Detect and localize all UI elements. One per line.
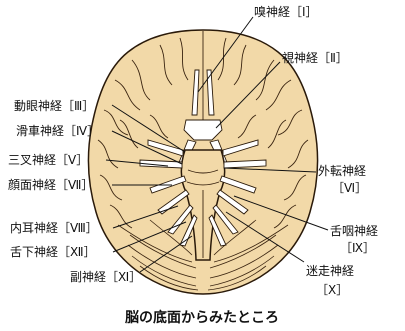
label-glossopharyngeal-line2: ［Ⅸ］ (340, 241, 375, 255)
brain-illustration (87, 29, 319, 295)
label-accessory: 副神経［Ⅺ］ (70, 270, 141, 284)
leader-hypoglossal (112, 221, 187, 253)
leader-trochlear (111, 130, 183, 165)
label-trochlear: 滑車神経［Ⅳ］ (16, 124, 99, 138)
label-abducens-line1: 外転神経 (318, 164, 366, 178)
leader-trigeminal (105, 159, 169, 167)
label-vagus-line2: ［Ⅹ］ (316, 283, 348, 297)
label-vagus-line1: 迷走神経 (306, 264, 354, 278)
label-olfactory: 嗅神経［Ⅰ］ (254, 5, 318, 19)
gyri-right (217, 37, 309, 229)
olfactory-tracts (191, 69, 215, 116)
gyri-left (97, 37, 189, 229)
nerve-roots-right (208, 139, 267, 247)
leader-vestibulocochlear (112, 205, 179, 229)
label-trigeminal: 三叉神経［Ⅴ］ (8, 153, 88, 167)
labels: 嗅神経［Ⅰ］ 視神経［Ⅱ］ 動眼神経［Ⅲ］ 滑車神経［Ⅳ］ 三叉神経［Ⅴ］ 顔面… (8, 5, 378, 297)
label-vestibulocochlear: 内耳神経［Ⅷ］ (10, 221, 98, 235)
label-optic: 視神経［Ⅱ］ (282, 50, 348, 65)
cerebellum (117, 219, 289, 291)
label-oculomotor: 動眼神経［Ⅲ］ (14, 99, 94, 113)
leader-lines (105, 16, 329, 273)
label-hypoglossal: 舌下神経［Ⅻ］ (10, 245, 96, 259)
leader-vagus (225, 211, 305, 263)
leader-accessory (139, 235, 193, 273)
leader-oculomotor (111, 104, 186, 153)
leader-abducens (223, 167, 317, 173)
label-abducens-line2: ［Ⅵ］ (332, 181, 367, 195)
label-glossopharyngeal-line1: 舌咽神経 (330, 224, 378, 238)
caption: 脳の底面からみたところ (125, 309, 279, 326)
leader-optic (215, 61, 281, 129)
label-facial: 顔面神経［Ⅶ］ (8, 177, 93, 192)
leader-glossopharyngeal (233, 195, 329, 231)
leader-olfactory (197, 16, 254, 93)
